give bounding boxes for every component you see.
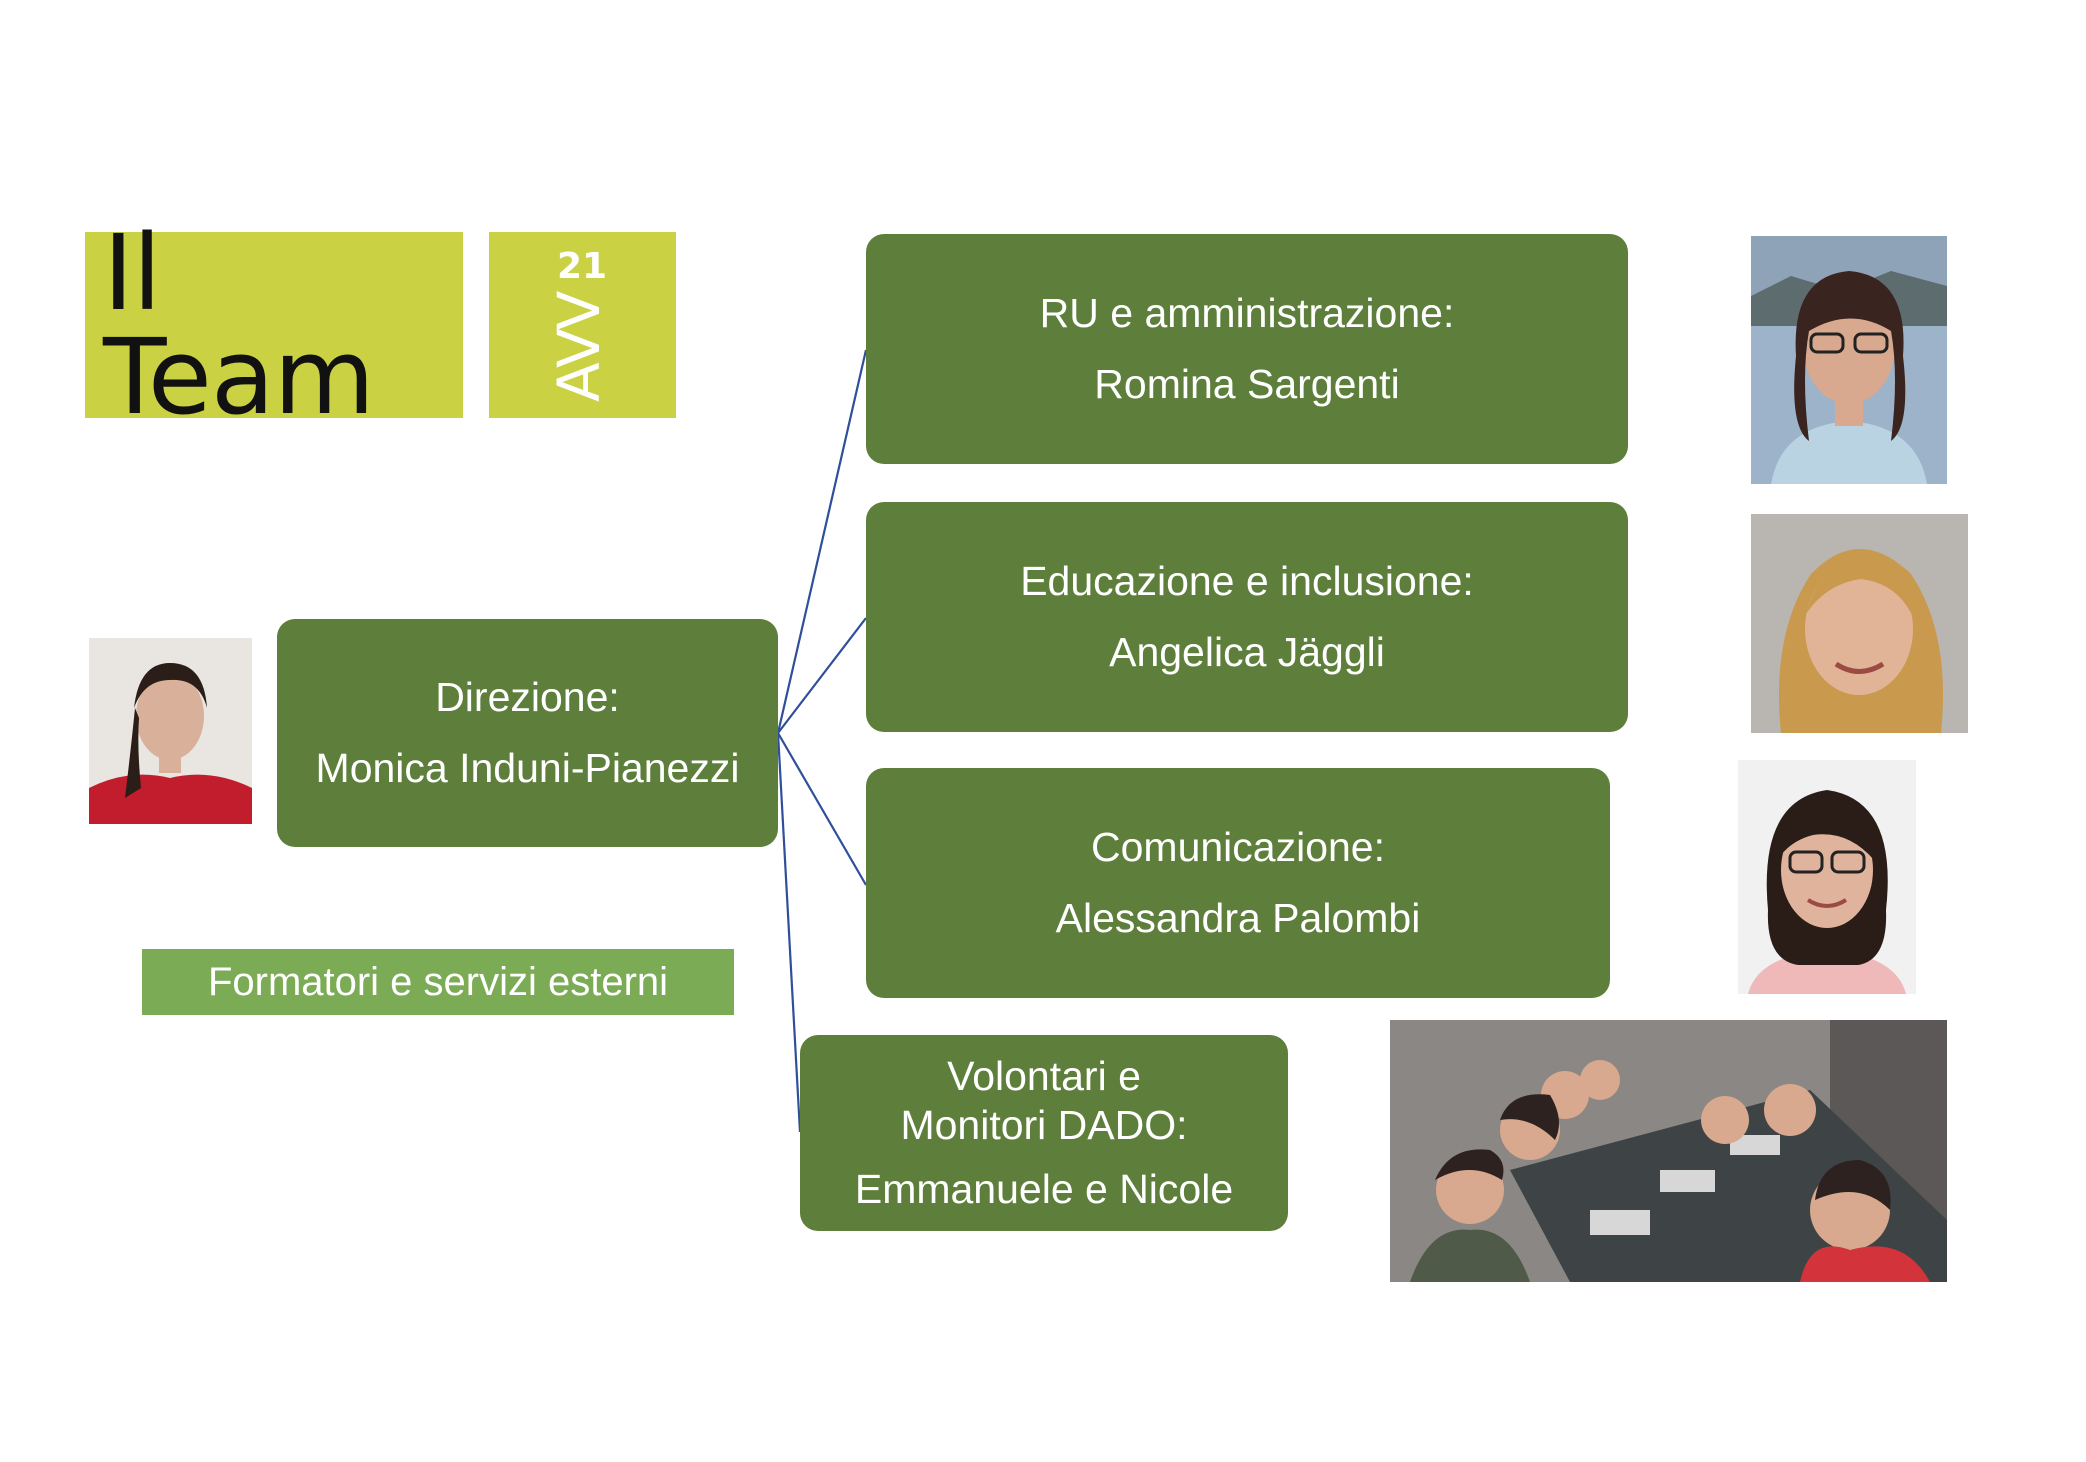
direzione-person: Monica Induni-Pianezzi bbox=[315, 745, 740, 791]
volontari-person: Emmanuele e Nicole bbox=[854, 1165, 1234, 1212]
node-educazione-inclusione: Educazione e inclusione: Angelica Jäggli bbox=[866, 502, 1628, 732]
ru-person: Romina Sargenti bbox=[1094, 361, 1400, 407]
node-comunicazione: Comunicazione: Alessandra Palombi bbox=[866, 768, 1610, 998]
external-services-label: Formatori e servizi esterni bbox=[207, 959, 669, 1004]
ru-role: RU e amministrazione: bbox=[1039, 289, 1455, 336]
photo-angelica bbox=[1751, 514, 1968, 733]
logo-text: AVV bbox=[545, 290, 613, 402]
logo-superscript: 21 bbox=[557, 246, 607, 287]
photo-romina bbox=[1751, 236, 1947, 484]
connector-ru bbox=[776, 349, 868, 734]
comunicazione-role: Comunicazione: bbox=[1091, 823, 1385, 870]
photo-volunteers-group bbox=[1390, 1020, 1947, 1282]
external-services-box: Formatori e servizi esterni bbox=[142, 949, 734, 1015]
comunicazione-person: Alessandra Palombi bbox=[1055, 895, 1421, 941]
direzione-role: Direzione: bbox=[435, 673, 620, 720]
connector-educazione bbox=[777, 617, 867, 734]
title-box: Il Team bbox=[85, 221, 463, 429]
node-volontari-monitori: Volontari e Monitori DADO: Emmanuele e N… bbox=[800, 1035, 1288, 1231]
connector-volontari bbox=[776, 732, 802, 1133]
node-direzione: Direzione: Monica Induni-Pianezzi bbox=[277, 619, 778, 847]
educazione-role: Educazione e inclusione: bbox=[1020, 557, 1474, 604]
photo-alessandra bbox=[1738, 760, 1916, 994]
node-ru-amministrazione: RU e amministrazione: Romina Sargenti bbox=[866, 234, 1628, 464]
volontari-role-line1: Volontari e bbox=[947, 1053, 1141, 1100]
educazione-person: Angelica Jäggli bbox=[1109, 629, 1385, 675]
photo-monica bbox=[89, 638, 252, 824]
avv21-logo-mark: AVV 21 bbox=[545, 246, 613, 402]
avv21-logo: AVV 21 bbox=[489, 232, 676, 418]
page-title: Il Team bbox=[103, 212, 375, 438]
volontari-role-line2: Monitori DADO: bbox=[900, 1102, 1188, 1149]
connector-comunicazione bbox=[777, 732, 867, 886]
